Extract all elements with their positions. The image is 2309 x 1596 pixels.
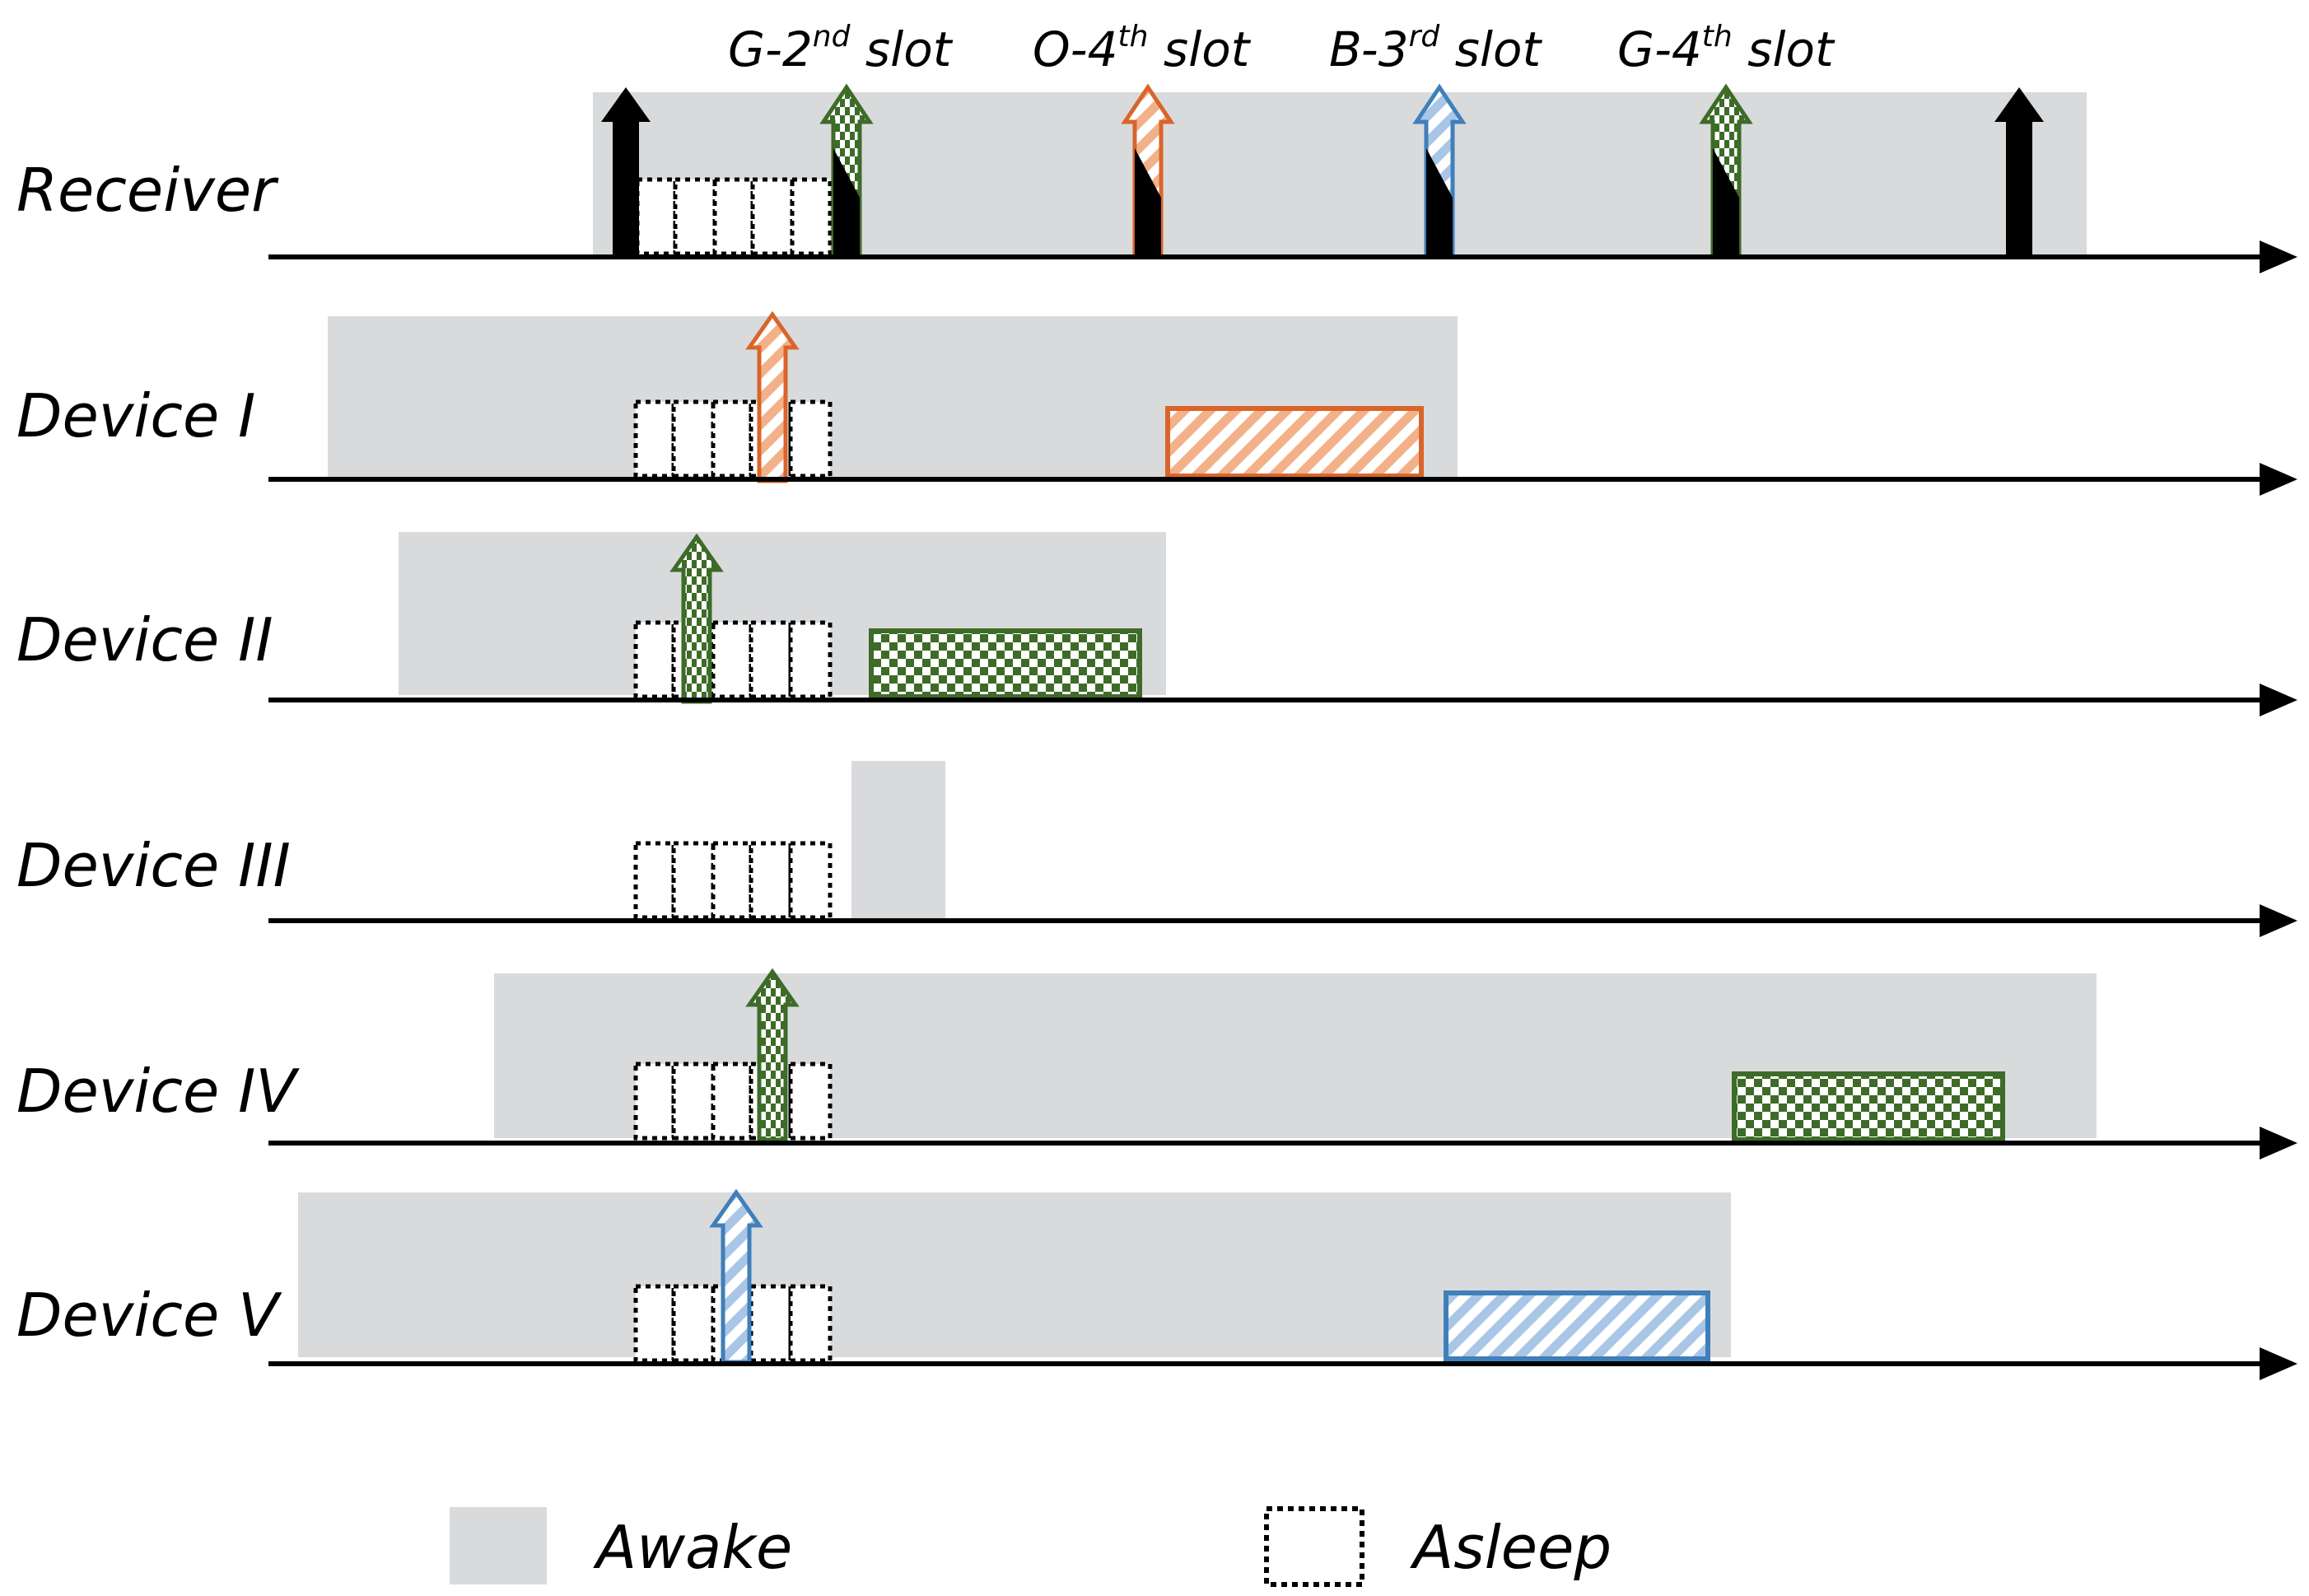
legend-awake-label: Awake bbox=[593, 1513, 792, 1582]
receiver-o-4th-slot-arrow bbox=[1121, 83, 1175, 259]
device-5-transmission-block bbox=[1444, 1290, 1710, 1361]
device-2-transmission-block bbox=[869, 628, 1142, 699]
device-1-transmission-block bbox=[1165, 406, 1424, 478]
slot-label-g-2nd: G-2nd slot bbox=[728, 20, 954, 77]
device-3-asleep-slots bbox=[633, 841, 833, 920]
receiver-b-3rd-slot-arrow bbox=[1412, 83, 1467, 259]
device-4-request-arrow bbox=[745, 968, 800, 1142]
asleep-slot-groups bbox=[633, 177, 833, 1363]
row-label-receiver: Receiver bbox=[16, 156, 279, 225]
legend-awake-swatch bbox=[450, 1507, 547, 1584]
device-2-asleep-slots bbox=[633, 620, 833, 699]
receiver-timeline bbox=[268, 240, 2297, 273]
device-5-asleep-slots bbox=[633, 1284, 833, 1363]
slot-label-g-4th: G-4th slot bbox=[1617, 20, 1836, 77]
timelines bbox=[268, 240, 2297, 1380]
device-4-transmission-block bbox=[1732, 1071, 2005, 1142]
legend: Awake Asleep bbox=[450, 1506, 1612, 1587]
row-label-device-2: Device II bbox=[16, 605, 273, 674]
device-3-awake-period bbox=[851, 761, 945, 919]
legend-asleep-label: Asleep bbox=[1410, 1513, 1612, 1582]
device-5-timeline bbox=[268, 1347, 2297, 1380]
device-2-request-arrow bbox=[669, 533, 724, 704]
device-2-timeline bbox=[268, 684, 2297, 716]
row-label-device-3: Device III bbox=[16, 831, 291, 900]
device-4-asleep-slots bbox=[633, 1062, 833, 1141]
receiver-beacon-arrow-2 bbox=[1994, 87, 2044, 257]
device-4-timeline bbox=[268, 1127, 2297, 1160]
row-label-device-1: Device I bbox=[16, 381, 255, 450]
receiver-beacon-arrow-1 bbox=[601, 87, 651, 257]
awake-periods bbox=[298, 92, 2097, 1357]
slot-label-b-3rd: B-3rd slot bbox=[1329, 20, 1543, 77]
device-1-asleep-slots bbox=[633, 399, 833, 478]
legend-asleep-swatch bbox=[1264, 1506, 1364, 1587]
receiver-asleep-slots bbox=[635, 177, 833, 256]
device-1-request-arrow bbox=[745, 310, 800, 483]
device-3-timeline bbox=[268, 904, 2297, 937]
device-1-timeline bbox=[268, 463, 2297, 496]
row-label-device-4: Device IV bbox=[16, 1057, 300, 1126]
receiver-g-4th-slot-arrow bbox=[1699, 83, 1753, 259]
device-5-request-arrow bbox=[709, 1188, 763, 1365]
receiver-g-2nd-slot-arrow bbox=[819, 83, 874, 259]
slot-label-o-4th: O-4th slot bbox=[1033, 20, 1252, 77]
row-label-device-5: Device V bbox=[16, 1281, 282, 1350]
